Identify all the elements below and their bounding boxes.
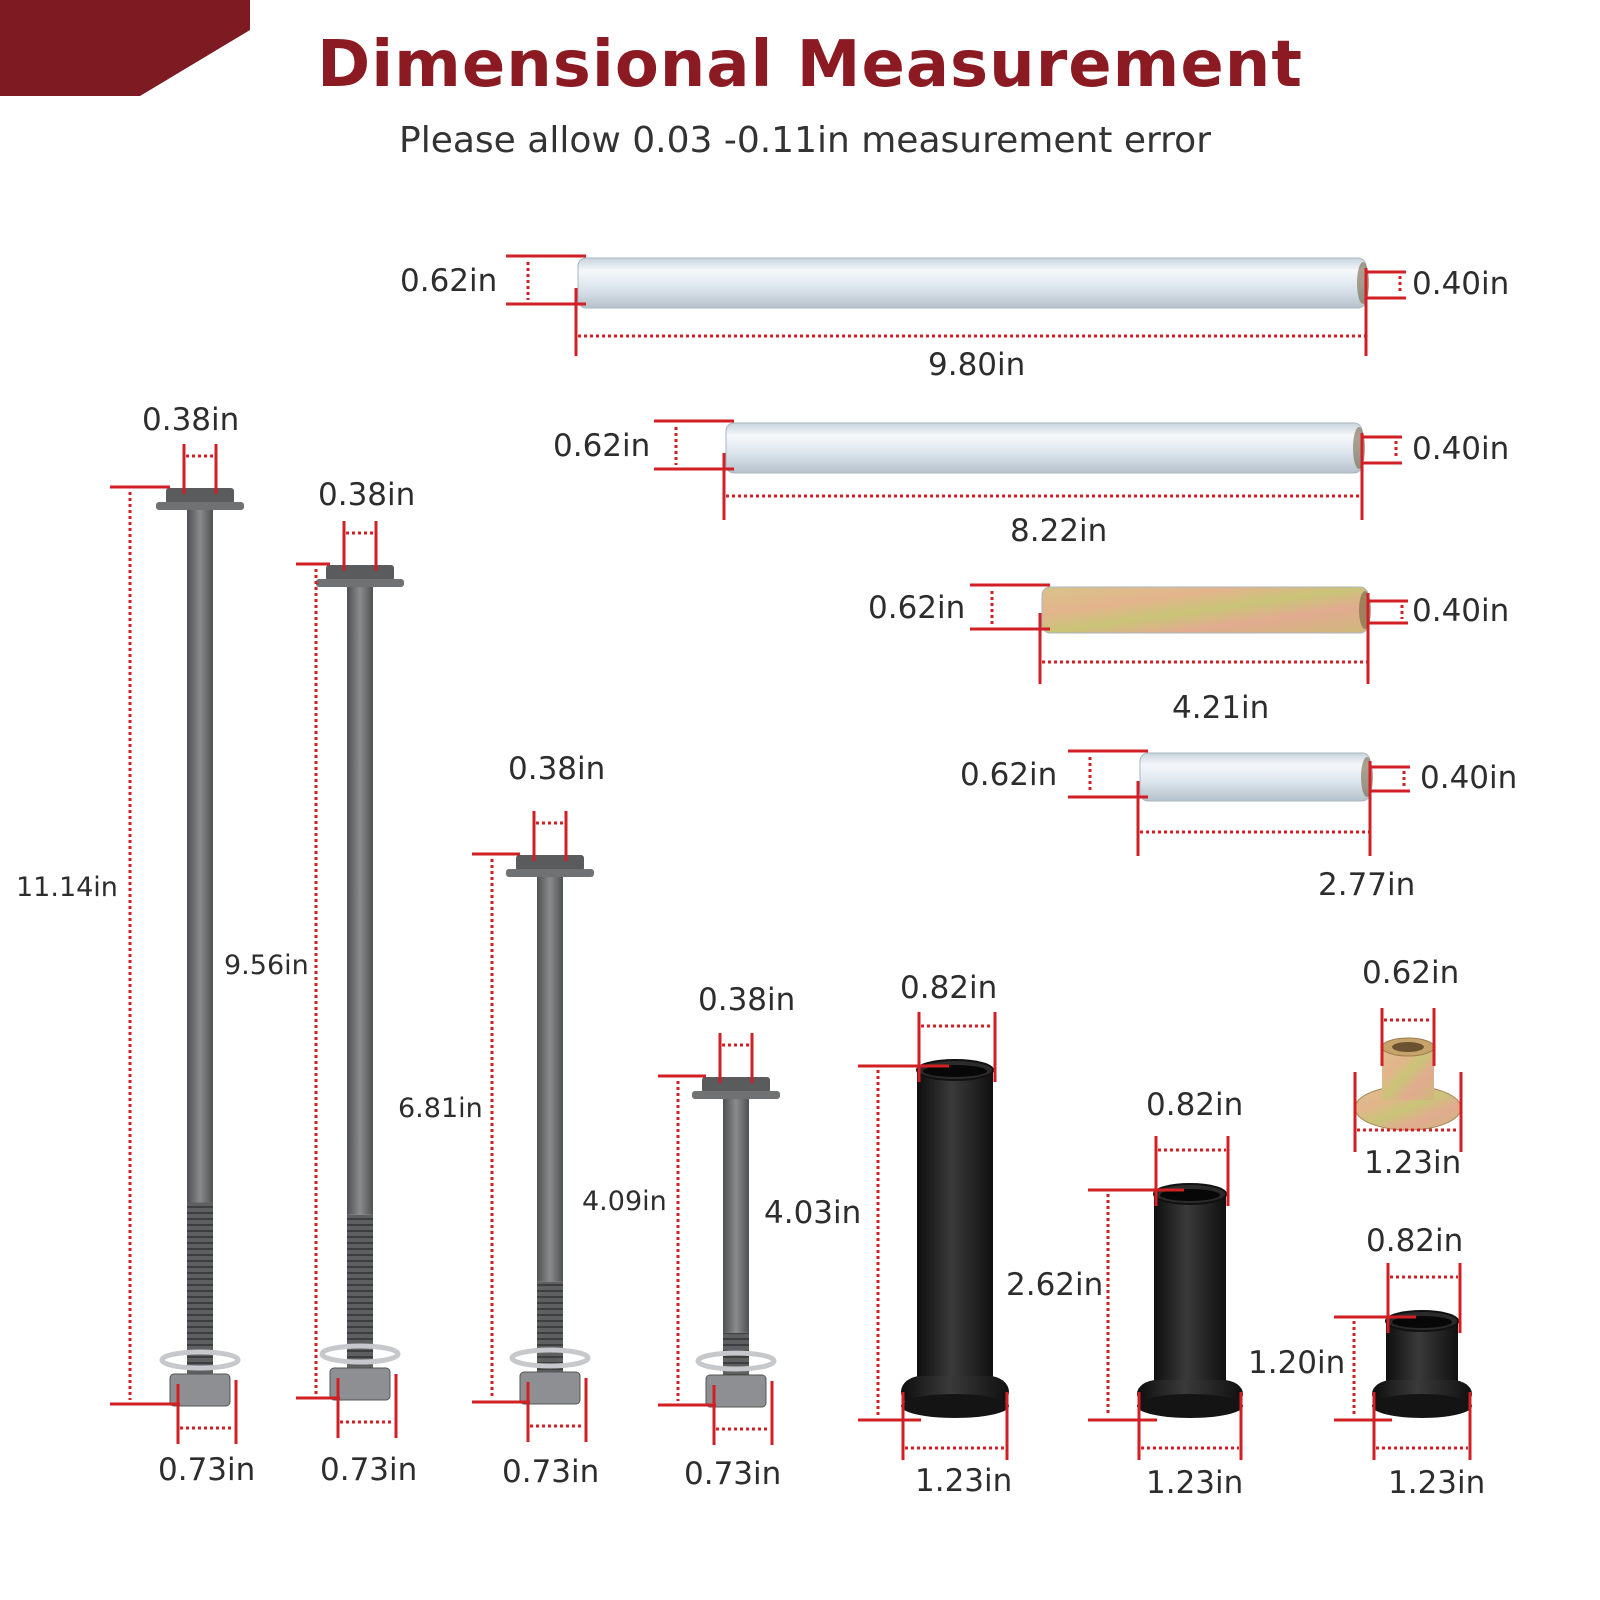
bolt-nut — [169, 1373, 231, 1407]
bolt-washer — [509, 1347, 591, 1369]
bolt-washer — [695, 1350, 777, 1372]
bushing-bore — [1160, 1189, 1220, 1201]
bolt-nut-width-label: 0.73in — [320, 1452, 418, 1488]
bolt-nut-width-label: 0.73in — [502, 1454, 600, 1490]
bolt-length-label: 9.56in — [224, 950, 309, 981]
bolt-shank — [723, 1095, 749, 1333]
bushing-top-diameter-label: 0.82in — [1146, 1087, 1244, 1123]
tube-inner-diameter-label: 0.40in — [1412, 266, 1510, 302]
bushing-bore — [923, 1065, 987, 1077]
tube-outer-diameter-label: 0.62in — [960, 757, 1058, 793]
bushing-body — [1154, 1194, 1226, 1390]
bushing-flange-diameter-label: 1.23in — [1388, 1465, 1486, 1501]
bolt-flange — [156, 502, 244, 510]
tube-outer-diameter-label: 0.62in — [868, 590, 966, 626]
bolt-length-label: 11.14in — [16, 872, 118, 903]
bushing-flange-diameter-label: 1.23in — [915, 1463, 1013, 1499]
bushing-bore — [1392, 1316, 1452, 1328]
bolt-length-label: 6.81in — [398, 1093, 483, 1124]
bolt-washer — [319, 1343, 401, 1365]
bolt-diameter-label: 0.38in — [508, 751, 606, 787]
tube-length-label: 8.22in — [1010, 513, 1108, 549]
page-title: Dimensional Measurement — [317, 28, 1303, 102]
bolt-flange — [316, 579, 404, 587]
bolt-diameter-label: 0.38in — [142, 402, 240, 438]
tube-3 — [1041, 586, 1369, 634]
bolt-nut-width-label: 0.73in — [684, 1456, 782, 1492]
bolt-nut — [329, 1367, 391, 1401]
bushing-body — [917, 1070, 993, 1386]
bushing-body — [1386, 1321, 1458, 1390]
bolt-nut — [519, 1371, 581, 1405]
page-subtitle: Please allow 0.03 -0.11in measurement er… — [398, 120, 1211, 161]
bolt-head — [166, 488, 234, 504]
tube-inner-diameter-label: 0.40in — [1412, 593, 1510, 629]
bolt-shank — [187, 506, 213, 1203]
bolt-flange — [506, 869, 594, 877]
bushing-top-diameter-label: 0.82in — [1366, 1223, 1464, 1259]
sleeve-flange-diameter-label: 1.23in — [1364, 1145, 1462, 1181]
tube-length-label: 2.77in — [1318, 867, 1416, 903]
tube-outer-diameter-label: 0.62in — [553, 428, 651, 464]
bolt-washer — [159, 1349, 241, 1371]
bolt-diameter-label: 0.38in — [698, 982, 796, 1018]
bushing-flange-diameter-label: 1.23in — [1146, 1465, 1244, 1501]
tube-2 — [725, 422, 1363, 474]
tube-length-label: 9.80in — [928, 347, 1026, 383]
bolt-length-label: 4.09in — [582, 1186, 667, 1217]
bolt-diameter-label: 0.38in — [318, 477, 416, 513]
bolt-thread — [187, 1202, 213, 1392]
tube-inner-diameter-label: 0.40in — [1412, 431, 1510, 467]
tube-inner-diameter-label: 0.40in — [1420, 760, 1518, 796]
sleeve-top-diameter-label: 0.62in — [1362, 955, 1460, 991]
bushing-height-label: 4.03in — [764, 1195, 862, 1231]
tube-outer-diameter-label: 0.62in — [400, 263, 498, 299]
bolt-head — [702, 1077, 770, 1093]
tube-4 — [1139, 752, 1371, 802]
sleeve-bore — [1392, 1042, 1424, 1052]
bolt-shank — [537, 873, 563, 1282]
bushing-height-label: 1.20in — [1248, 1345, 1346, 1381]
bushing-top-diameter-label: 0.82in — [900, 970, 998, 1006]
bolt-thread — [347, 1214, 373, 1386]
bolt-head — [516, 855, 584, 871]
bushing-flange-base — [1372, 1394, 1472, 1418]
bolt-flange — [692, 1091, 780, 1099]
bolt-shank — [347, 583, 373, 1215]
brand-corner-banner — [0, 0, 250, 96]
tube-1 — [577, 257, 1367, 309]
bushing-height-label: 2.62in — [1006, 1267, 1104, 1303]
bolt-nut — [705, 1374, 767, 1408]
tube-length-label: 4.21in — [1172, 690, 1270, 726]
bushing-flange-base — [1137, 1394, 1243, 1418]
bolt-nut-width-label: 0.73in — [158, 1452, 256, 1488]
bushing-flange-base — [901, 1394, 1009, 1418]
bolt-head — [326, 565, 394, 581]
